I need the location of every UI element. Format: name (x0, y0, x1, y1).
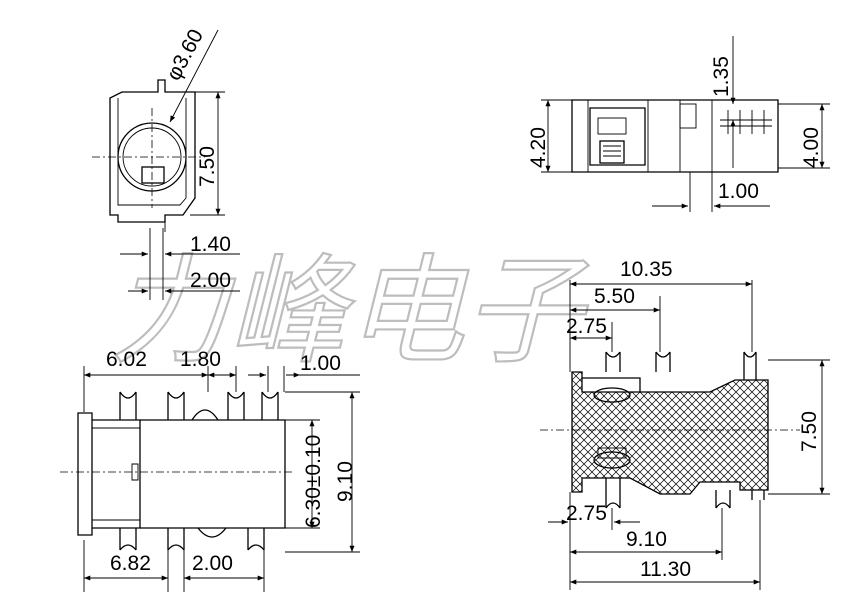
dim-682-label: 6.82 (110, 552, 151, 575)
dim-height-750-label: 7.50 (196, 146, 219, 187)
front-view (92, 29, 240, 300)
dim-height-420-label: 4.20 (527, 127, 550, 168)
dim-550-label: 5.50 (594, 285, 635, 308)
dim-275b-label: 2.75 (566, 502, 607, 525)
dim-910b-label: 9.10 (626, 528, 667, 551)
dim-910-label: 9.10 (334, 461, 357, 502)
dim-630-tolerance-label: 6.30±0.10 (302, 435, 325, 528)
dim-1130-label: 11.30 (640, 558, 691, 581)
dim-pin-200-label: 2.00 (190, 269, 231, 292)
dim-135-label: 1.35 (710, 56, 733, 97)
dim-diameter-label: φ3.60 (162, 25, 208, 84)
dim-1035-label: 10.35 (620, 258, 673, 281)
dim-height-400-label: 4.00 (800, 127, 823, 168)
watermark-text: 力峰电子 (110, 242, 589, 380)
dim-750b-label: 7.50 (798, 411, 821, 452)
dim-100-label: 1.00 (718, 180, 759, 203)
dim-pin-140-label: 1.40 (190, 233, 231, 256)
section-view (540, 280, 830, 590)
dim-602-label: 6.02 (106, 348, 147, 371)
dim-100b-label: 1.00 (300, 352, 341, 375)
side-view (541, 36, 830, 212)
top-view (60, 366, 360, 592)
dim-180-label: 1.80 (180, 348, 221, 371)
dim-275a-label: 2.75 (566, 315, 607, 338)
dim-200b-label: 2.00 (192, 552, 233, 575)
